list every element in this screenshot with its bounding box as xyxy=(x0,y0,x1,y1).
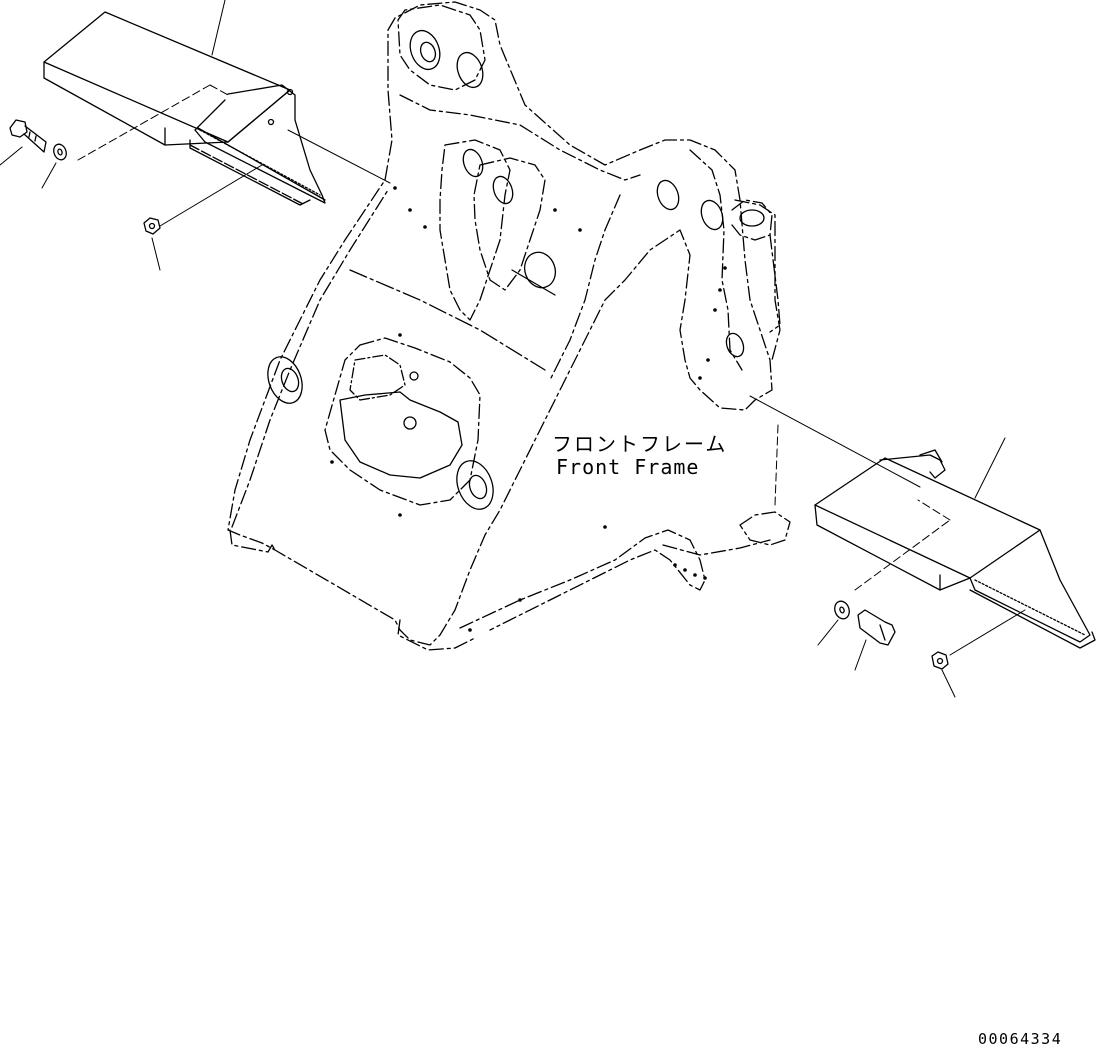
frame-holes xyxy=(330,186,727,632)
front-frame xyxy=(228,2,790,650)
bolt-icon-right xyxy=(858,610,895,645)
part-label-english: Front Frame xyxy=(556,455,700,479)
nut-icon xyxy=(144,218,160,234)
bolt-icon xyxy=(10,120,46,152)
step-guard-left xyxy=(44,12,325,205)
frame-bosses xyxy=(262,26,764,514)
washer-icon-right xyxy=(832,599,851,621)
drawing-number: 00064334 xyxy=(978,1030,1063,1048)
inspection-opening xyxy=(325,338,480,505)
step-guard-right xyxy=(815,450,1095,648)
washer-icon xyxy=(52,142,69,161)
leader-lines xyxy=(0,0,1025,697)
nut-icon-right xyxy=(932,652,948,669)
part-label-japanese: フロントフレーム xyxy=(552,432,728,456)
